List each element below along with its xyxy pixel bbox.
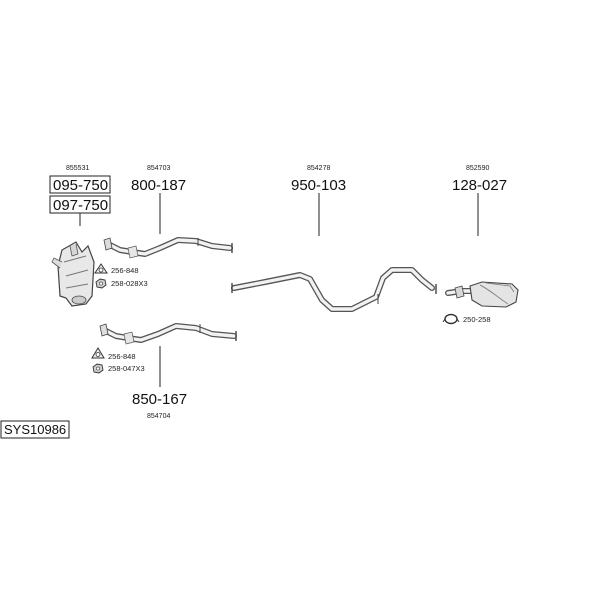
part-front-pipe-lower[interactable]: 256-848 258-047X3 850-167 854704 [91, 323, 237, 420]
part-catalyst[interactable]: 855531 095-750 097-750 [49, 165, 111, 307]
part-front-pipe-upper[interactable]: 854703 800-187 256-848 258-028X3 [94, 165, 233, 289]
part-rear-silencer[interactable]: 852590 128-027 250-258 [442, 165, 519, 325]
gasket-icon [94, 263, 108, 274]
catalyst-ref: 855531 [66, 165, 89, 172]
front-lower-fitting-nut[interactable]: 258-047X3 [92, 363, 145, 374]
front-upper-fitting-gasket[interactable]: 256-848 [94, 263, 139, 275]
rear-silencer-illustration [445, 281, 519, 308]
front-pipe-upper-ref: 854703 [147, 165, 170, 172]
gasket-icon [91, 347, 105, 359]
system-code-label: SYS10986 [4, 422, 66, 437]
centre-pipe-code: 950-103 [291, 177, 346, 194]
front-pipe-lower-code: 850-167 [132, 391, 187, 408]
front-pipe-lower-ref: 854704 [147, 413, 170, 420]
rear-fitting-clamp[interactable]: 250-258 [442, 313, 491, 325]
clamp-icon [442, 313, 460, 325]
centre-pipe-illustration [231, 267, 437, 312]
catalyst-illustration [51, 241, 95, 307]
catalyst-code-1: 095-750 [53, 177, 108, 194]
rear-silencer-code: 128-027 [452, 177, 507, 194]
front-pipe-upper-illustration [103, 237, 233, 259]
nut-icon [95, 278, 107, 289]
front-pipe-upper-code: 800-187 [131, 177, 186, 194]
rear-silencer-ref: 852590 [466, 165, 489, 172]
system-code-box[interactable]: SYS10986 [0, 420, 70, 439]
front-upper-fitting-nut[interactable]: 258-028X3 [95, 278, 148, 289]
centre-pipe-ref: 854278 [307, 165, 330, 172]
front-pipe-lower-illustration [99, 323, 237, 345]
nut-icon [92, 363, 104, 374]
catalyst-code-box-1[interactable] [49, 175, 111, 194]
front-lower-fitting-gasket[interactable]: 256-848 [91, 347, 136, 361]
system-code-frame [0, 420, 70, 439]
fitting-code: 256-848 [111, 266, 139, 275]
fitting-code: 250-258 [463, 315, 491, 324]
part-centre-pipe[interactable]: 854278 950-103 [231, 165, 437, 312]
catalyst-code-2: 097-750 [53, 197, 108, 214]
fitting-code: 258-047X3 [108, 364, 145, 373]
fitting-code: 256-848 [108, 352, 136, 361]
fitting-code: 258-028X3 [111, 279, 148, 288]
